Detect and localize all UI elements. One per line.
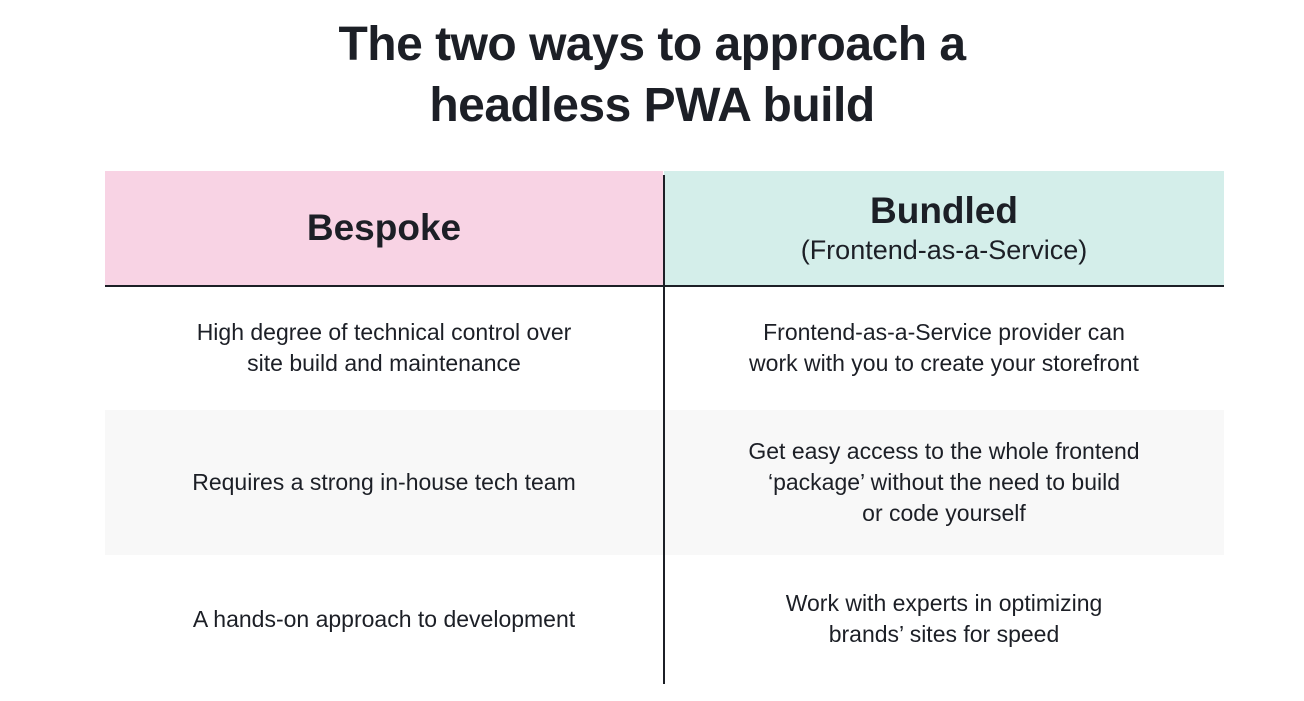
row-2-right: Get easy access to the whole frontend ‘p…: [664, 410, 1224, 555]
header-bespoke: Bespoke: [105, 171, 663, 285]
column-heading: Bundled: [870, 190, 1018, 231]
row-2-left: Requires a strong in-house tech team: [105, 410, 663, 555]
cell-line: Work with experts in optimizing: [785, 590, 1103, 616]
cell-line: High degree of technical control over: [196, 319, 572, 345]
column-divider: [663, 175, 665, 684]
cell-line: A hands-on approach to development: [192, 605, 576, 632]
title-line: The two ways to approach a: [338, 18, 966, 71]
column-subheading: (Frontend-as-a-Service): [800, 235, 1088, 265]
column-heading: Bespoke: [306, 207, 462, 248]
header-divider: [105, 285, 1224, 287]
page-title: The two ways to approach a headless PWA …: [0, 14, 1304, 136]
cell-line: or code yourself: [862, 500, 1026, 526]
cell-line: Get easy access to the whole frontend: [748, 438, 1140, 464]
row-3-left: A hands-on approach to development: [105, 555, 663, 683]
cell-line: Frontend-as-a-Service provider can: [763, 319, 1125, 345]
row-3-right: Work with experts in optimizing brands’ …: [664, 555, 1224, 683]
title-line: headless PWA build: [429, 79, 875, 132]
cell-line: Requires a strong in-house tech team: [192, 469, 576, 495]
header-bundled: Bundled (Frontend-as-a-Service): [664, 171, 1224, 285]
cell-line: ‘package’ without the need to build: [767, 469, 1121, 495]
cell-line: brands’ sites for speed: [828, 621, 1060, 647]
row-1-left: High degree of technical control over si…: [105, 286, 663, 410]
cell-line: work with you to create your storefront: [749, 350, 1139, 376]
cell-line: site build and maintenance: [247, 350, 521, 376]
row-1-right: Frontend-as-a-Service provider can work …: [664, 286, 1224, 410]
